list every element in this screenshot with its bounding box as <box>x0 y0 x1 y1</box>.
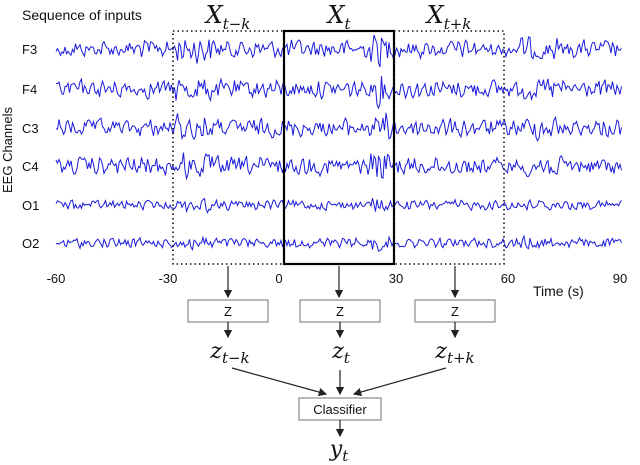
encoder-prev: Z <box>187 299 269 323</box>
channel-label: F4 <box>22 82 37 97</box>
eeg-trace-o1 <box>55 197 622 214</box>
eeg-traces <box>55 34 622 252</box>
time-tick: 30 <box>389 271 403 286</box>
window-prev-title: Xt−k <box>204 1 251 33</box>
window-current <box>282 29 396 266</box>
eeg-trace-f4 <box>55 76 622 110</box>
latent-current: zt <box>331 339 351 367</box>
time-tick: 60 <box>501 271 515 286</box>
x-axis-label: Time (s) <box>533 283 584 299</box>
latent-prev: zt−k <box>209 339 249 367</box>
channel-label: O1 <box>22 198 39 213</box>
time-tick: 90 <box>613 271 627 286</box>
latent-next: zt+k <box>434 339 474 367</box>
time-tick: -60 <box>47 271 66 286</box>
y-axis-label: EEG Channels <box>0 107 15 193</box>
eeg-trace-o2 <box>55 234 622 252</box>
classifier-box: Classifier <box>298 397 382 421</box>
time-axis: -60 -30 0 30 60 90 <box>47 271 628 286</box>
arrow-latent-to-classifier-prev <box>231 367 328 397</box>
window-next <box>393 30 505 265</box>
encoder-current: Z <box>299 299 381 323</box>
time-tick: -30 <box>159 271 178 286</box>
channel-label: C4 <box>22 159 39 174</box>
channel-label: C3 <box>22 121 39 136</box>
channel-label: F3 <box>22 42 37 57</box>
output-label: yt <box>329 437 349 465</box>
eeg-trace-f3 <box>55 34 622 68</box>
svg-text:Z: Z <box>336 304 344 319</box>
eeg-trace-c4 <box>55 152 622 181</box>
window-next-title: Xt+k <box>425 1 472 33</box>
channel-label: O2 <box>22 236 39 251</box>
svg-text:Classifier: Classifier <box>313 402 367 417</box>
eeg-trace-c3 <box>56 112 622 142</box>
svg-text:Z: Z <box>451 304 459 319</box>
sequence-label: Sequence of inputs <box>22 7 142 23</box>
encoder-next: Z <box>414 299 496 323</box>
time-tick: 0 <box>275 271 282 286</box>
window-current-title: Xt <box>325 1 351 33</box>
arrow-latent-to-classifier-next <box>352 367 447 397</box>
window-prev <box>172 30 285 265</box>
svg-text:Z: Z <box>224 304 232 319</box>
